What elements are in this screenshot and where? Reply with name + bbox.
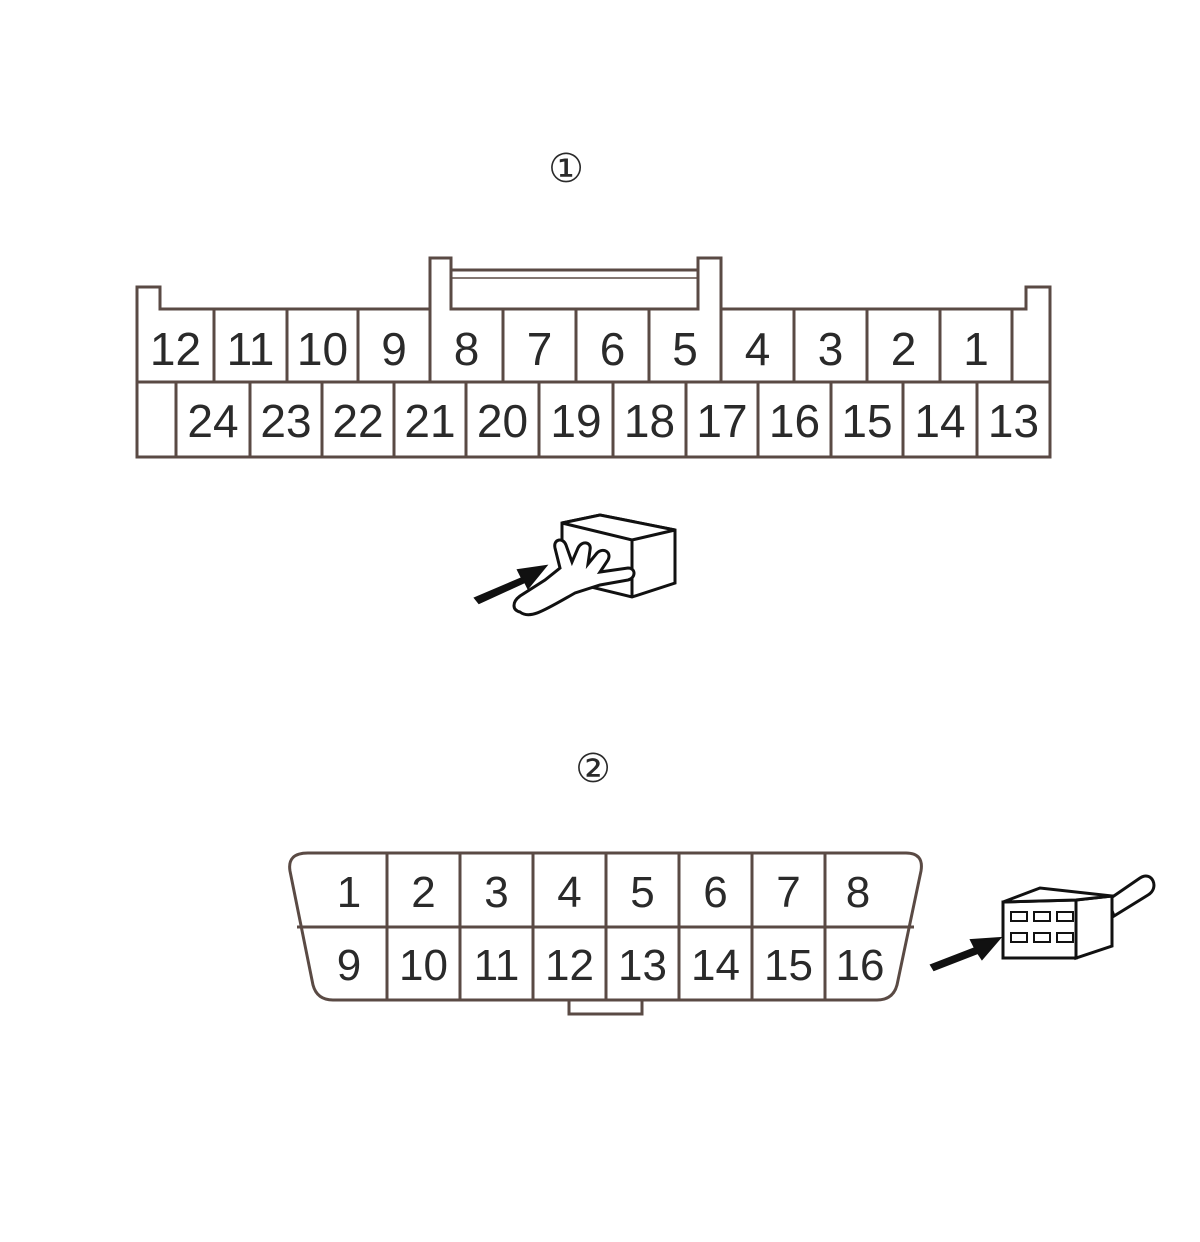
connector-1-label: ① (548, 146, 584, 192)
hand-wrist (512, 538, 636, 617)
pin-label: 2 (891, 323, 917, 375)
connector-2-label: ② (575, 746, 611, 792)
pin-label: 13 (988, 395, 1039, 447)
connector-1-insert-arrow (473, 564, 549, 605)
pin-label: 11 (474, 941, 520, 990)
pin-label: 16 (836, 941, 885, 990)
pin-label: 22 (332, 395, 383, 447)
pin-label: 14 (914, 395, 965, 447)
pin-label: 9 (381, 323, 407, 375)
pin-label: 11 (227, 323, 275, 375)
pin-label: 5 (630, 868, 654, 917)
pin-label: 12 (150, 323, 201, 375)
pin-label: 10 (399, 941, 448, 990)
pin-label: 3 (484, 868, 508, 917)
pin-label: 21 (404, 395, 455, 447)
pin-label: 19 (550, 395, 601, 447)
plug-back-face (1074, 894, 1114, 961)
pin-label: 20 (477, 395, 528, 447)
connector-2-insert-arrow (929, 936, 1003, 972)
pin-label: 16 (769, 395, 820, 447)
pin-label: 15 (841, 395, 892, 447)
pin-label: 8 (846, 868, 870, 917)
connector-2-housing (288, 851, 923, 1002)
pin-label: 1 (337, 868, 361, 917)
pin-label: 8 (454, 323, 480, 375)
connector-1-housing (135, 256, 1052, 459)
pin-label: 14 (691, 941, 740, 990)
pin-label: 1 (963, 323, 989, 375)
pin-label: 6 (600, 323, 626, 375)
pin-label: 5 (672, 323, 698, 375)
pin-label: 13 (618, 941, 667, 990)
pin-label: 4 (745, 323, 771, 375)
pin-label: 9 (337, 941, 361, 990)
connector-2-tab (567, 1000, 644, 1016)
plug-top-face (1002, 886, 1113, 904)
pin-label: 24 (187, 395, 238, 447)
plug-front-face (1001, 898, 1078, 960)
pin-label: 23 (260, 395, 311, 447)
pin-label: 10 (297, 323, 348, 375)
connector-2-plug-icon (1001, 874, 1156, 961)
pin-label: 12 (545, 941, 594, 990)
pin-label: 7 (527, 323, 553, 375)
pin-label: 2 (411, 868, 435, 917)
pin-label: 3 (818, 323, 844, 375)
pin-label: 4 (557, 868, 581, 917)
plug-cable (1106, 874, 1156, 919)
pin-label: 17 (696, 395, 747, 447)
plug-pin-holes (1010, 911, 1074, 943)
pin-label: 15 (764, 941, 813, 990)
pin-label: 6 (703, 868, 727, 917)
plug-top-face (561, 513, 676, 542)
pin-label: 7 (776, 868, 800, 917)
connector-1-plug-icon (512, 513, 677, 617)
pin-label: 18 (624, 395, 675, 447)
